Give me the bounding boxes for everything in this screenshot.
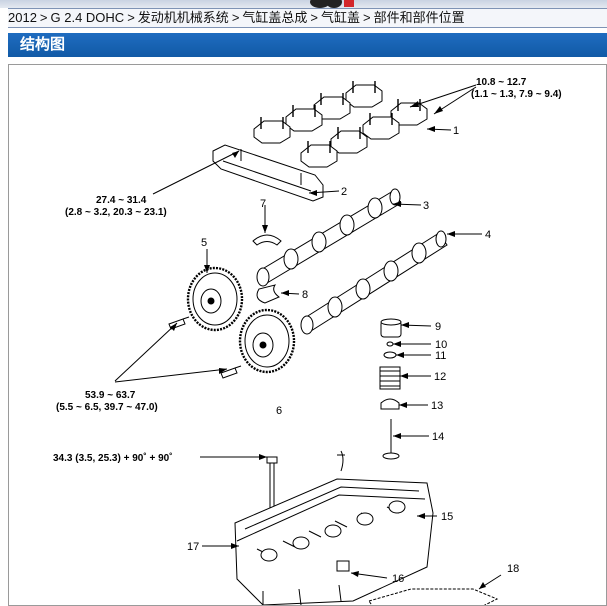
callout-14: 14 — [432, 431, 444, 443]
callout-2: 2 — [341, 186, 347, 198]
leader-lines — [114, 84, 502, 590]
torque-head-bolt: 34.3 (3.5, 25.3) + 90˚ + 90˚ — [53, 452, 173, 464]
sprocket-bolts — [168, 316, 242, 379]
torque-caps-b: (1.1 ~ 1.3, 7.9 ~ 9.4) — [471, 89, 562, 100]
callout-18: 18 — [507, 563, 519, 575]
breadcrumb-separator: > — [363, 10, 371, 25]
callout-16: 16 — [392, 573, 404, 585]
intake-cvvt-sprocket — [186, 266, 244, 332]
callout-13: 13 — [431, 400, 443, 412]
callout-7: 7 — [260, 198, 266, 210]
callout-11: 11 — [435, 350, 446, 362]
section-title: 结构图 — [20, 36, 66, 53]
breadcrumb-item-components: 部件和部件位置 — [373, 10, 465, 25]
thrust-bearing-8 — [256, 284, 280, 304]
exhaust-cvvt-sprocket — [238, 308, 296, 374]
breadcrumb: 2012>G 2.4 DOHC>发动机机械系统>气缸盖总成>气缸盖>部件和部件位… — [8, 8, 607, 28]
callout-17: 17 — [187, 541, 199, 553]
breadcrumb-item-cylinder-head[interactable]: 气缸盖 — [321, 10, 361, 25]
thrust-bearing-7 — [252, 234, 282, 246]
top-banner-strip — [0, 0, 607, 8]
cylinder-head-exploded-diagram: 10.8 ~ 12.7 (1.1 ~ 1.3, 7.9 ~ 9.4) 27.4 … — [53, 77, 562, 605]
breadcrumb-separator: > — [231, 10, 240, 25]
callout-6: 6 — [276, 405, 282, 417]
callout-8: 8 — [302, 289, 308, 301]
callout-10: 10 — [435, 339, 447, 351]
breadcrumb-separator: > — [39, 10, 48, 25]
torque-front-cap-b: (2.8 ~ 3.2, 20.3 ~ 23.1) — [65, 207, 167, 218]
callout-5: 5 — [201, 237, 207, 249]
cylinder-head-gasket — [368, 588, 499, 605]
breadcrumb-separator: > — [127, 10, 135, 25]
torque-caps-a: 10.8 ~ 12.7 — [476, 77, 527, 88]
callout-1: 1 — [453, 125, 459, 137]
torque-sprocket-a: 53.9 ~ 63.7 — [85, 390, 136, 401]
breadcrumb-item-engine[interactable]: G 2.4 DOHC — [50, 10, 125, 25]
callout-3: 3 — [423, 200, 429, 212]
callout-9: 9 — [435, 321, 441, 333]
exhaust-camshaft — [300, 230, 448, 335]
brand-logo-fragment — [310, 0, 354, 8]
valve-train-parts — [379, 318, 402, 460]
torque-front-cap-a: 27.4 ~ 31.4 — [96, 195, 147, 206]
breadcrumb-separator: > — [310, 10, 319, 25]
breadcrumb-item-engine-mechanical[interactable]: 发动机机械系统 — [137, 10, 229, 25]
leader-arrowheads — [170, 101, 486, 589]
cylinder-head — [234, 450, 434, 605]
section-header: 结构图 — [8, 33, 607, 57]
torque-sprocket-b: (5.5 ~ 6.5, 39.7 ~ 47.0) — [56, 402, 158, 413]
cylinder-head-bolt — [266, 456, 278, 513]
camshaft-bearing-caps — [253, 81, 428, 168]
callout-4: 4 — [485, 229, 491, 241]
breadcrumb-item-year[interactable]: 2012 — [8, 10, 37, 25]
callout-12: 12 — [434, 371, 446, 383]
callout-15: 15 — [441, 511, 453, 523]
breadcrumb-item-cylinder-head-assembly[interactable]: 气缸盖总成 — [242, 10, 308, 25]
diagram-panel: 10.8 ~ 12.7 (1.1 ~ 1.3, 7.9 ~ 9.4) 27.4 … — [8, 64, 607, 606]
intake-camshaft — [256, 188, 402, 287]
